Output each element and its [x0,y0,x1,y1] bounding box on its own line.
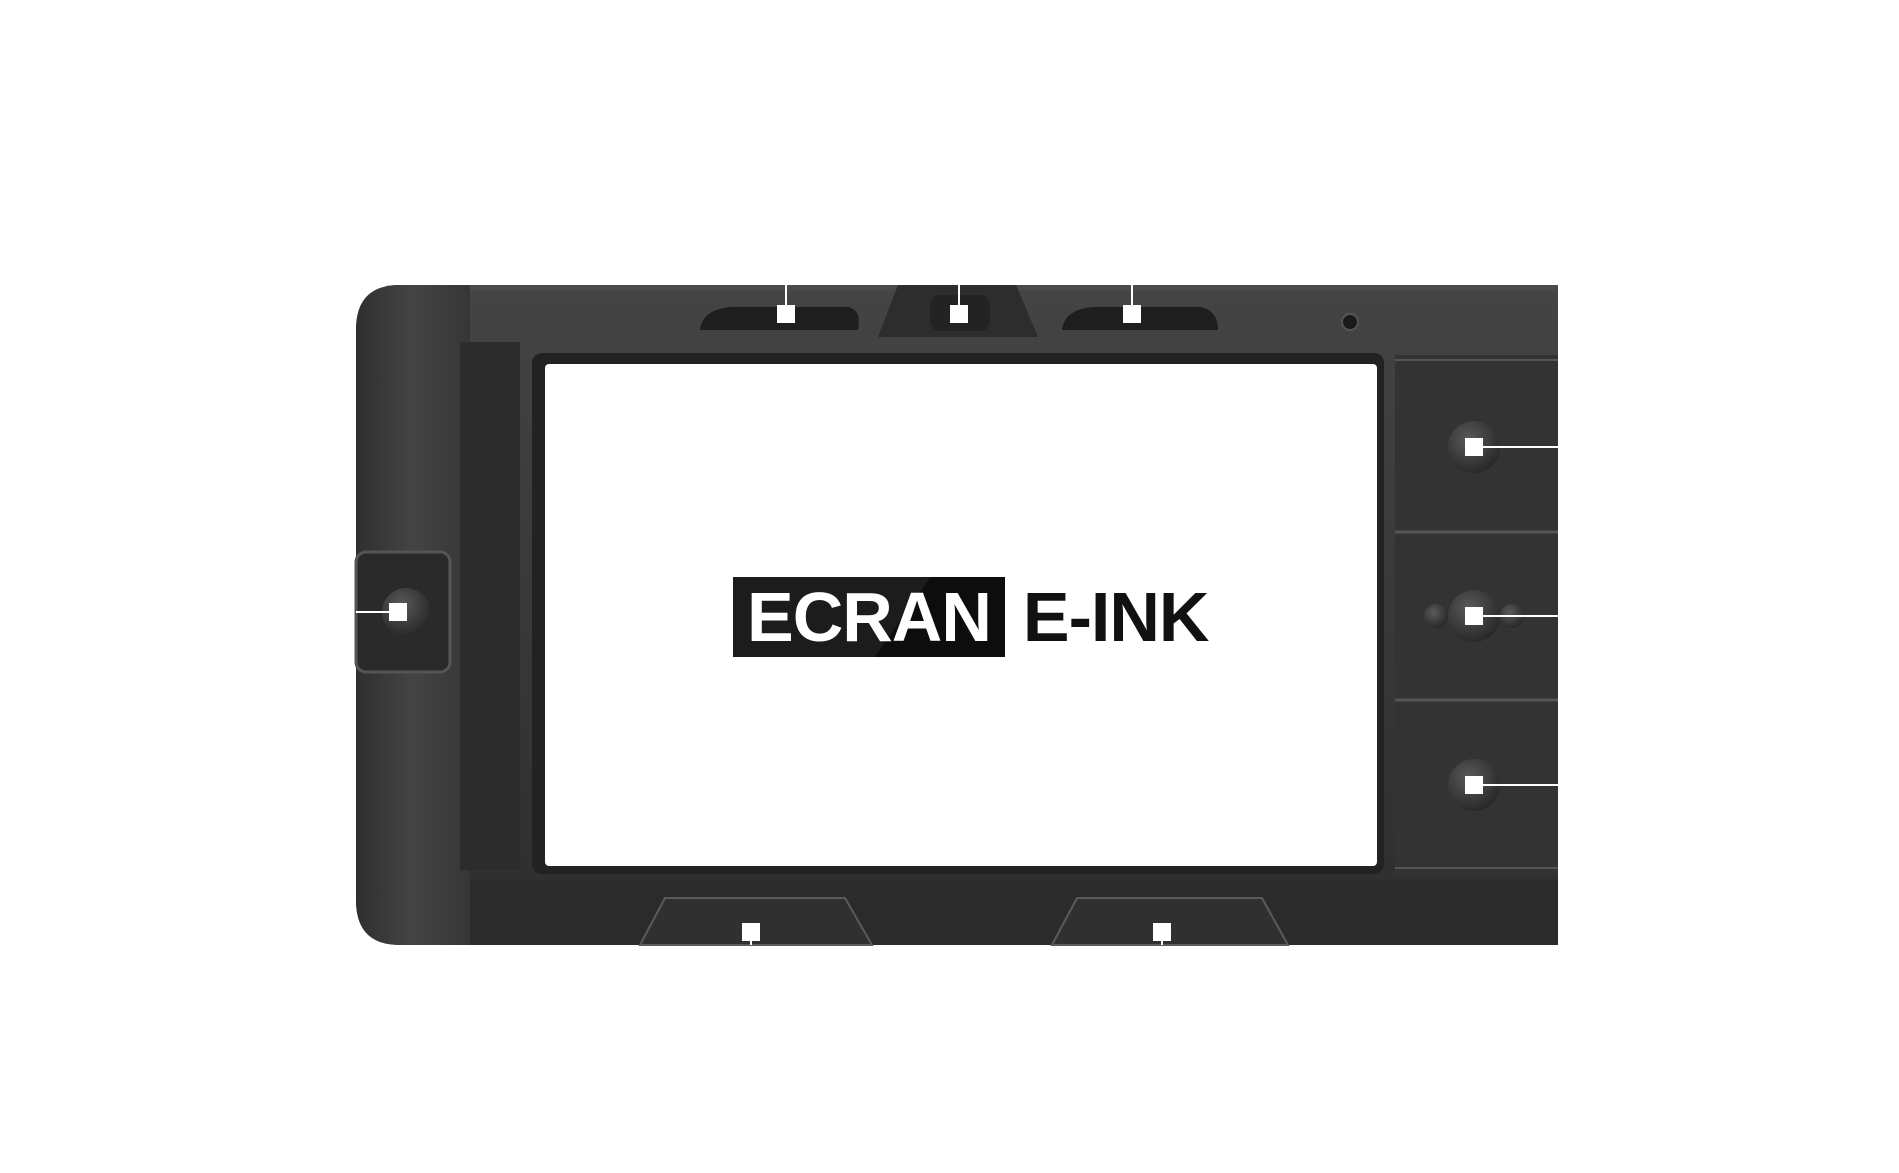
bottom-left-button[interactable] [638,897,874,946]
square-marker-icon [777,305,795,323]
square-marker-icon [950,305,968,323]
bottom-right-button[interactable] [1050,897,1290,946]
callout-markers [389,305,1483,941]
bottom-buttons [638,897,1290,946]
square-marker-icon [1465,607,1483,625]
logo-boxed-word: ECRAN [733,577,1005,657]
square-marker-icon [1123,305,1141,323]
square-marker-icon [1465,438,1483,456]
logo-plain-text: E-INK [1022,578,1210,656]
screen-logo: ECRAN E-INK [733,577,1210,657]
square-marker-icon [1465,776,1483,794]
top-features [700,285,1359,337]
square-marker-icon [1153,923,1171,941]
square-marker-icon [742,923,760,941]
square-marker-icon [389,603,407,621]
logo-boxed-text: ECRAN [747,578,992,656]
